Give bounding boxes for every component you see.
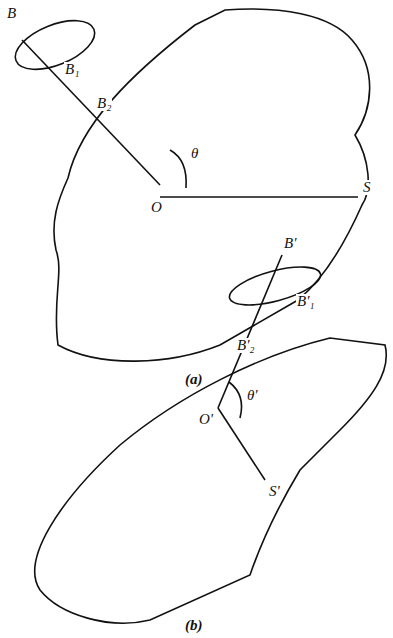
point-label: B'₁ bbox=[296, 294, 316, 309]
point-label: S bbox=[362, 180, 372, 195]
point-label: B' bbox=[283, 236, 297, 251]
point-label: O' bbox=[198, 412, 214, 427]
point-label: B bbox=[6, 6, 17, 21]
line-ob bbox=[22, 40, 160, 185]
outline-b bbox=[35, 338, 387, 623]
figure-caption: (a) bbox=[184, 372, 204, 387]
line-os bbox=[160, 196, 358, 198]
angle-arc bbox=[170, 150, 186, 188]
point-label: B₂ bbox=[96, 96, 112, 111]
line-ob-prime bbox=[218, 255, 282, 408]
angle-label: θ bbox=[190, 146, 199, 161]
point-label: B'₂ bbox=[236, 338, 256, 353]
point-label: S' bbox=[268, 484, 281, 499]
ellipse-a bbox=[9, 11, 102, 80]
angle-label: θ' bbox=[246, 388, 259, 403]
point-label: O bbox=[150, 200, 163, 215]
figure-caption: (b) bbox=[184, 618, 204, 633]
outline-a bbox=[54, 9, 370, 361]
angle-arc-prime bbox=[229, 382, 242, 418]
line-os-prime bbox=[218, 408, 265, 480]
point-label: B₁ bbox=[64, 62, 80, 77]
ellipse-b bbox=[226, 259, 325, 312]
